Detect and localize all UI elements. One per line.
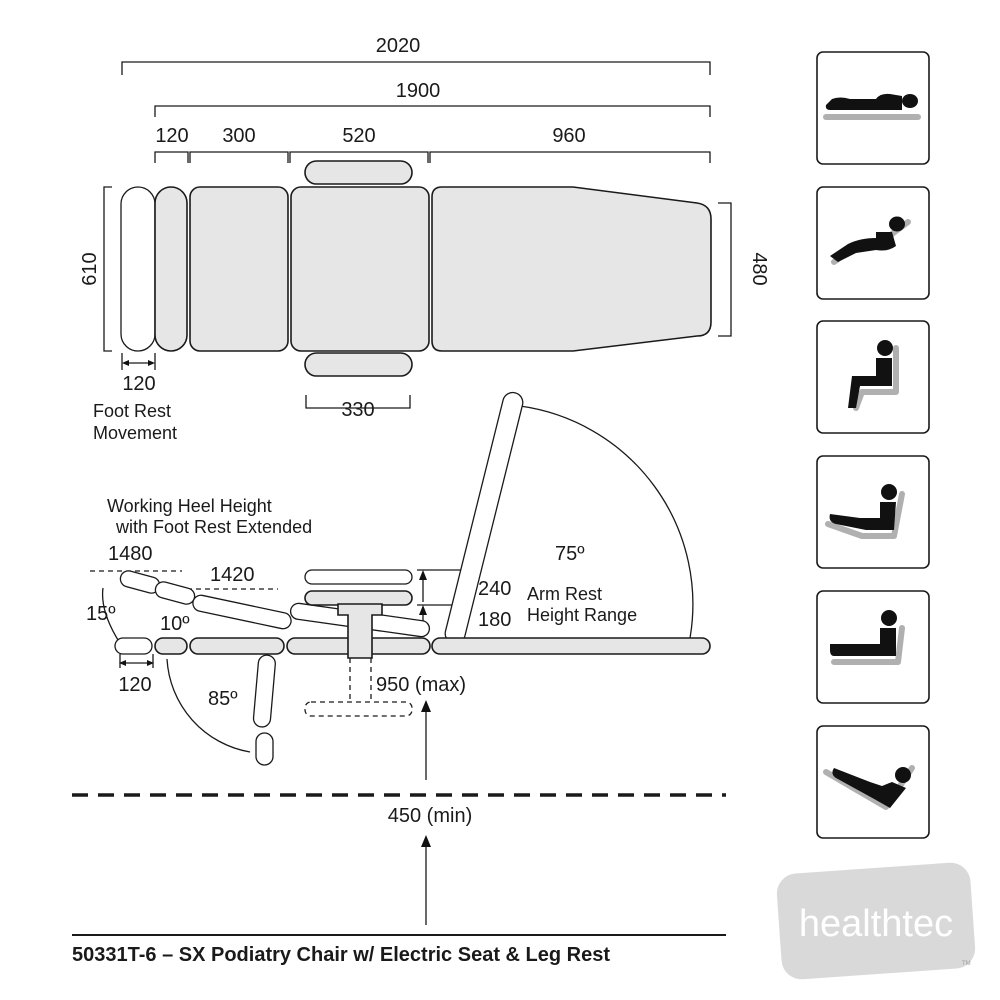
- seat-pad: [290, 186, 430, 352]
- leg-rest-pad: [189, 186, 289, 352]
- dim-head-width: 480: [748, 252, 770, 285]
- heel-height-1480: 1480: [108, 543, 153, 565]
- backrest-raised: [444, 391, 524, 645]
- armrest-label-line1: Arm Rest: [527, 584, 602, 604]
- heel-height-1420: 1420: [210, 564, 255, 586]
- legrest-angle-arc: [166, 658, 251, 753]
- side-view: Working Heel Height with Foot Rest Exten…: [72, 391, 726, 925]
- foot-rest-extended-ghost: [114, 637, 153, 655]
- logo-tm: TM: [962, 961, 971, 967]
- foot-rest-raised-ghost-2: [154, 581, 196, 605]
- angle-10: 10º: [160, 613, 190, 635]
- heel-height-label-line1: Working Heel Height: [107, 496, 272, 516]
- footer-title: 50331T-6 – SX Podiatry Chair w/ Electric…: [72, 944, 610, 966]
- dim-armrest: 330: [341, 399, 374, 421]
- armrest-raised-ghost: [304, 569, 413, 585]
- height-max: 950 (max): [376, 674, 466, 696]
- dim-foot-rest: 120: [155, 125, 188, 147]
- dim-foot-extension: 120: [118, 674, 151, 696]
- side-leg-rest: [189, 637, 285, 655]
- angle-75: 75º: [555, 543, 585, 565]
- legs-extended-reclined-icon: [829, 484, 897, 530]
- arm-rest-pad-top: [304, 160, 413, 185]
- dim-inner-length: 1900: [396, 80, 441, 102]
- dim-overall-length: 2020: [376, 35, 421, 57]
- dim-seat: 520: [342, 125, 375, 147]
- foot-rest-extended-outline: [120, 186, 156, 352]
- top-view: 2020 1900 120 300 520 960 610 480 330 12…: [79, 35, 770, 443]
- position-icons: [816, 51, 930, 839]
- position-card-reclined[interactable]: [816, 186, 930, 300]
- base-lowered-ghost: [304, 701, 413, 717]
- position-card-lying-flat[interactable]: [816, 51, 930, 165]
- armrest-label-line2: Height Range: [527, 605, 637, 625]
- angle-85: 85º: [208, 688, 238, 710]
- angle-15: 15º: [86, 603, 116, 625]
- side-back-rest: [431, 637, 711, 655]
- side-column: [337, 603, 383, 659]
- foot-movement-label-line2: Movement: [93, 423, 177, 443]
- back-rest-pad: [431, 186, 712, 352]
- legs-flat-upright-icon: [830, 610, 897, 656]
- heel-height-label-line2: with Foot Rest Extended: [115, 517, 312, 537]
- heel-height-lines: [90, 570, 278, 590]
- upright-seated-icon: [848, 340, 893, 408]
- dim-back-rest: 960: [552, 125, 585, 147]
- reclined-seated-icon: [830, 216, 905, 262]
- leg-rest-raised-ghost: [192, 594, 292, 630]
- logo-badge: [776, 862, 976, 980]
- foot-movement-label-line1: Foot Rest: [93, 401, 171, 421]
- trendelenburg-icon: [832, 767, 911, 808]
- dim-foot-movement: 120: [122, 373, 155, 395]
- armrest-180: 180: [478, 609, 511, 631]
- height-min: 450 (min): [388, 805, 472, 827]
- dimension-lines: [103, 61, 732, 409]
- position-card-trendelenburg[interactable]: [816, 725, 930, 839]
- arm-rest-pad-bottom: [304, 352, 413, 377]
- dim-leg-rest: 300: [222, 125, 255, 147]
- foot-rest-lowered-ghost: [255, 732, 274, 766]
- position-card-legs-flat[interactable]: [816, 590, 930, 704]
- side-armrest: [304, 590, 413, 606]
- position-card-upright[interactable]: [816, 320, 930, 434]
- logo-text: healthtec: [799, 903, 953, 945]
- armrest-240: 240: [478, 578, 511, 600]
- healthtec-logo: healthtec TM: [776, 862, 976, 980]
- foot-rest-pad: [154, 186, 188, 352]
- position-card-legs-extended[interactable]: [816, 455, 930, 569]
- lying-flat-icon: [825, 93, 918, 110]
- leg-rest-lowered-ghost: [252, 654, 276, 728]
- backrest-angle-arc: [519, 405, 694, 639]
- side-foot-rest: [154, 637, 188, 655]
- foot-angle-arc: [101, 587, 119, 641]
- dim-width: 610: [79, 252, 101, 285]
